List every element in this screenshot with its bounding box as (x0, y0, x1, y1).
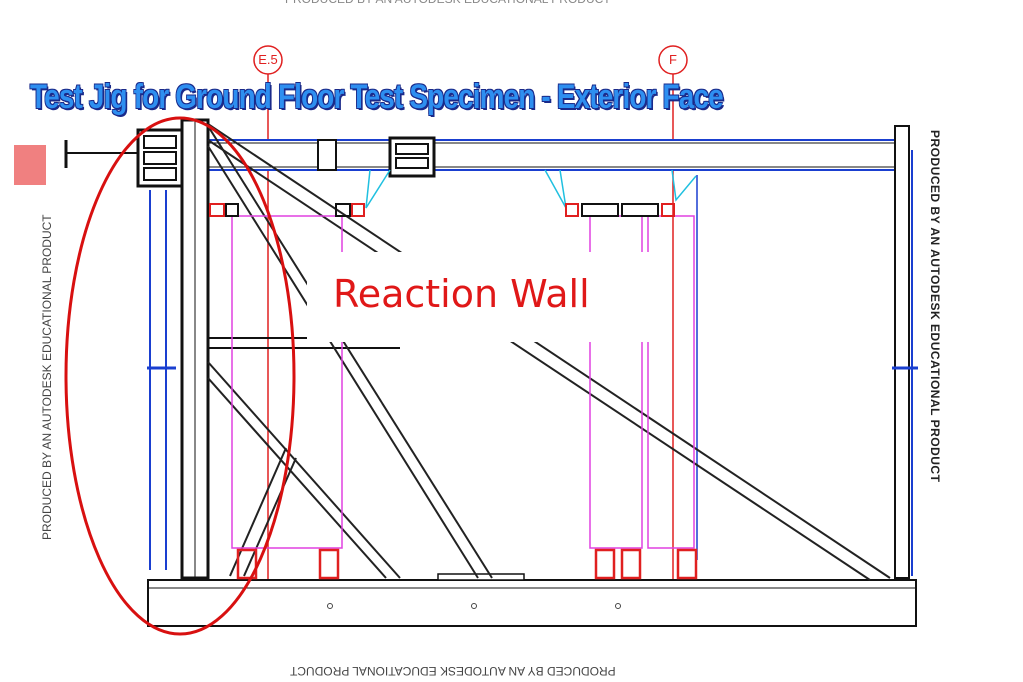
callout-background (307, 252, 649, 342)
slide-title: Test Jig for Ground Floor Test Specimen … (30, 78, 724, 116)
left-blue-column (147, 190, 176, 570)
watermark-left: PRODUCED BY AN AUTODESK EDUCATIONAL PROD… (40, 214, 54, 540)
test-specimen-left (231, 215, 343, 549)
diagonal-braces (207, 123, 891, 581)
grid-label-e5: E.5 (258, 52, 278, 67)
grid-line-f (658, 45, 688, 580)
slide-accent-block (14, 145, 46, 185)
base-beam (147, 573, 917, 627)
reaction-wall-column (180, 118, 400, 580)
right-end-column (696, 125, 918, 579)
top-connection-bolts (209, 203, 675, 217)
actuator-left (64, 128, 184, 188)
actuator-mid (388, 136, 436, 178)
reaction-wall-highlight-ellipse (64, 116, 296, 636)
watermark-right: PRODUCED BY AN AUTODESK EDUCATIONAL PROD… (928, 130, 942, 483)
watermark-bottom: PRODUCED BY AN AUTODESK EDUCATIONAL PROD… (290, 664, 616, 678)
watermark-top: PRODUCED BY AN AUTODESK EDUCATIONAL PROD… (285, 0, 611, 6)
bottom-anchors (236, 548, 698, 580)
top-loading-beam (181, 139, 899, 171)
grid-label-f: F (669, 52, 677, 67)
reaction-wall-label: Reaction Wall (333, 272, 590, 316)
